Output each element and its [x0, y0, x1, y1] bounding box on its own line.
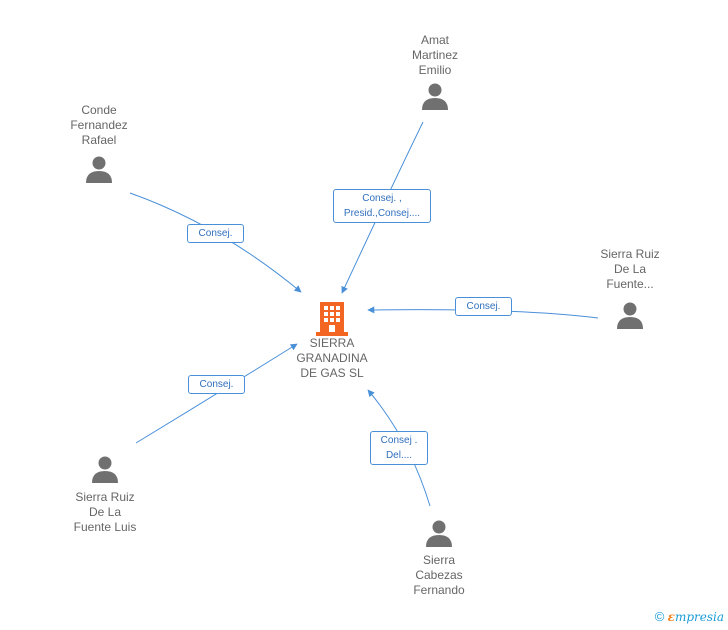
person-node-sierra-cabezas[interactable]: Sierra Cabezas Fernando: [394, 519, 484, 598]
copyright-symbol: ©: [654, 609, 665, 624]
relation-label-conde[interactable]: Consej.: [187, 224, 244, 243]
person-name: Conde Fernandez Rafael: [70, 103, 128, 147]
person-name: Sierra Ruiz De La Fuente Luis: [73, 490, 137, 534]
company-node[interactable]: SIERRA GRANADINA DE GAS SL: [282, 300, 382, 381]
edge-sierra-ruiz-luis: [135, 343, 298, 444]
relation-label-amat[interactable]: Consej. , Presid.,Consej....: [333, 189, 431, 223]
person-name: Amat Martinez Emilio: [411, 33, 458, 77]
relation-label-sierra-ruiz-luis[interactable]: Consej.: [188, 375, 245, 394]
building-icon: [316, 302, 348, 336]
brand-logo-e: ε: [667, 610, 675, 624]
person-icon: [426, 520, 452, 547]
person-icon: [92, 456, 118, 483]
person-node-sierra-ruiz-luis[interactable]: Sierra Ruiz De La Fuente Luis: [60, 455, 150, 535]
relation-label-sierra-ruiz-fuente[interactable]: Consej.: [455, 297, 512, 316]
person-icon: [422, 83, 448, 110]
person-name: Sierra Ruiz De La Fuente...: [600, 247, 660, 291]
person-name: Sierra Cabezas Fernando: [413, 553, 465, 597]
person-icon: [86, 156, 112, 183]
company-name: SIERRA GRANADINA DE GAS SL: [296, 336, 368, 380]
person-node-amat[interactable]: Amat Martinez Emilio: [390, 33, 480, 110]
brand-name: mpresia: [674, 610, 724, 624]
brand-footer[interactable]: © εmpresia: [655, 609, 724, 624]
person-node-conde[interactable]: Conde Fernandez Rafael: [54, 103, 144, 183]
relation-label-sierra-cabezas[interactable]: Consej . Del....: [370, 431, 428, 465]
person-node-sierra-ruiz-fuente[interactable]: Sierra Ruiz De La Fuente...: [585, 247, 675, 329]
person-icon: [617, 302, 643, 329]
